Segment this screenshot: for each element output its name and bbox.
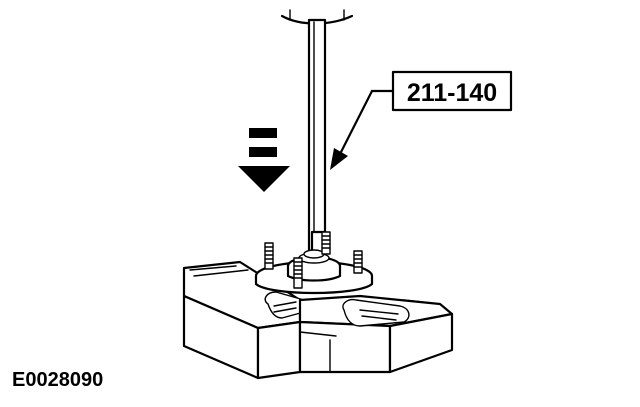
support-block-right xyxy=(298,294,454,374)
support-block-left xyxy=(182,260,305,380)
callout-label: 211-140 xyxy=(407,79,497,107)
stud-rear xyxy=(321,231,331,255)
down-arrow-icon xyxy=(238,128,290,192)
callout-leader-diag xyxy=(336,89,374,160)
callout-arrowhead xyxy=(330,148,348,170)
tool-callout: 211-140 xyxy=(330,70,513,170)
stud-left xyxy=(264,242,274,270)
callout-box xyxy=(391,70,513,112)
tool-shaft xyxy=(307,18,327,254)
stud-right xyxy=(353,250,363,274)
figure-id: E0028090 xyxy=(12,369,103,391)
wheel-studs xyxy=(264,231,363,289)
stud-front xyxy=(293,257,303,289)
